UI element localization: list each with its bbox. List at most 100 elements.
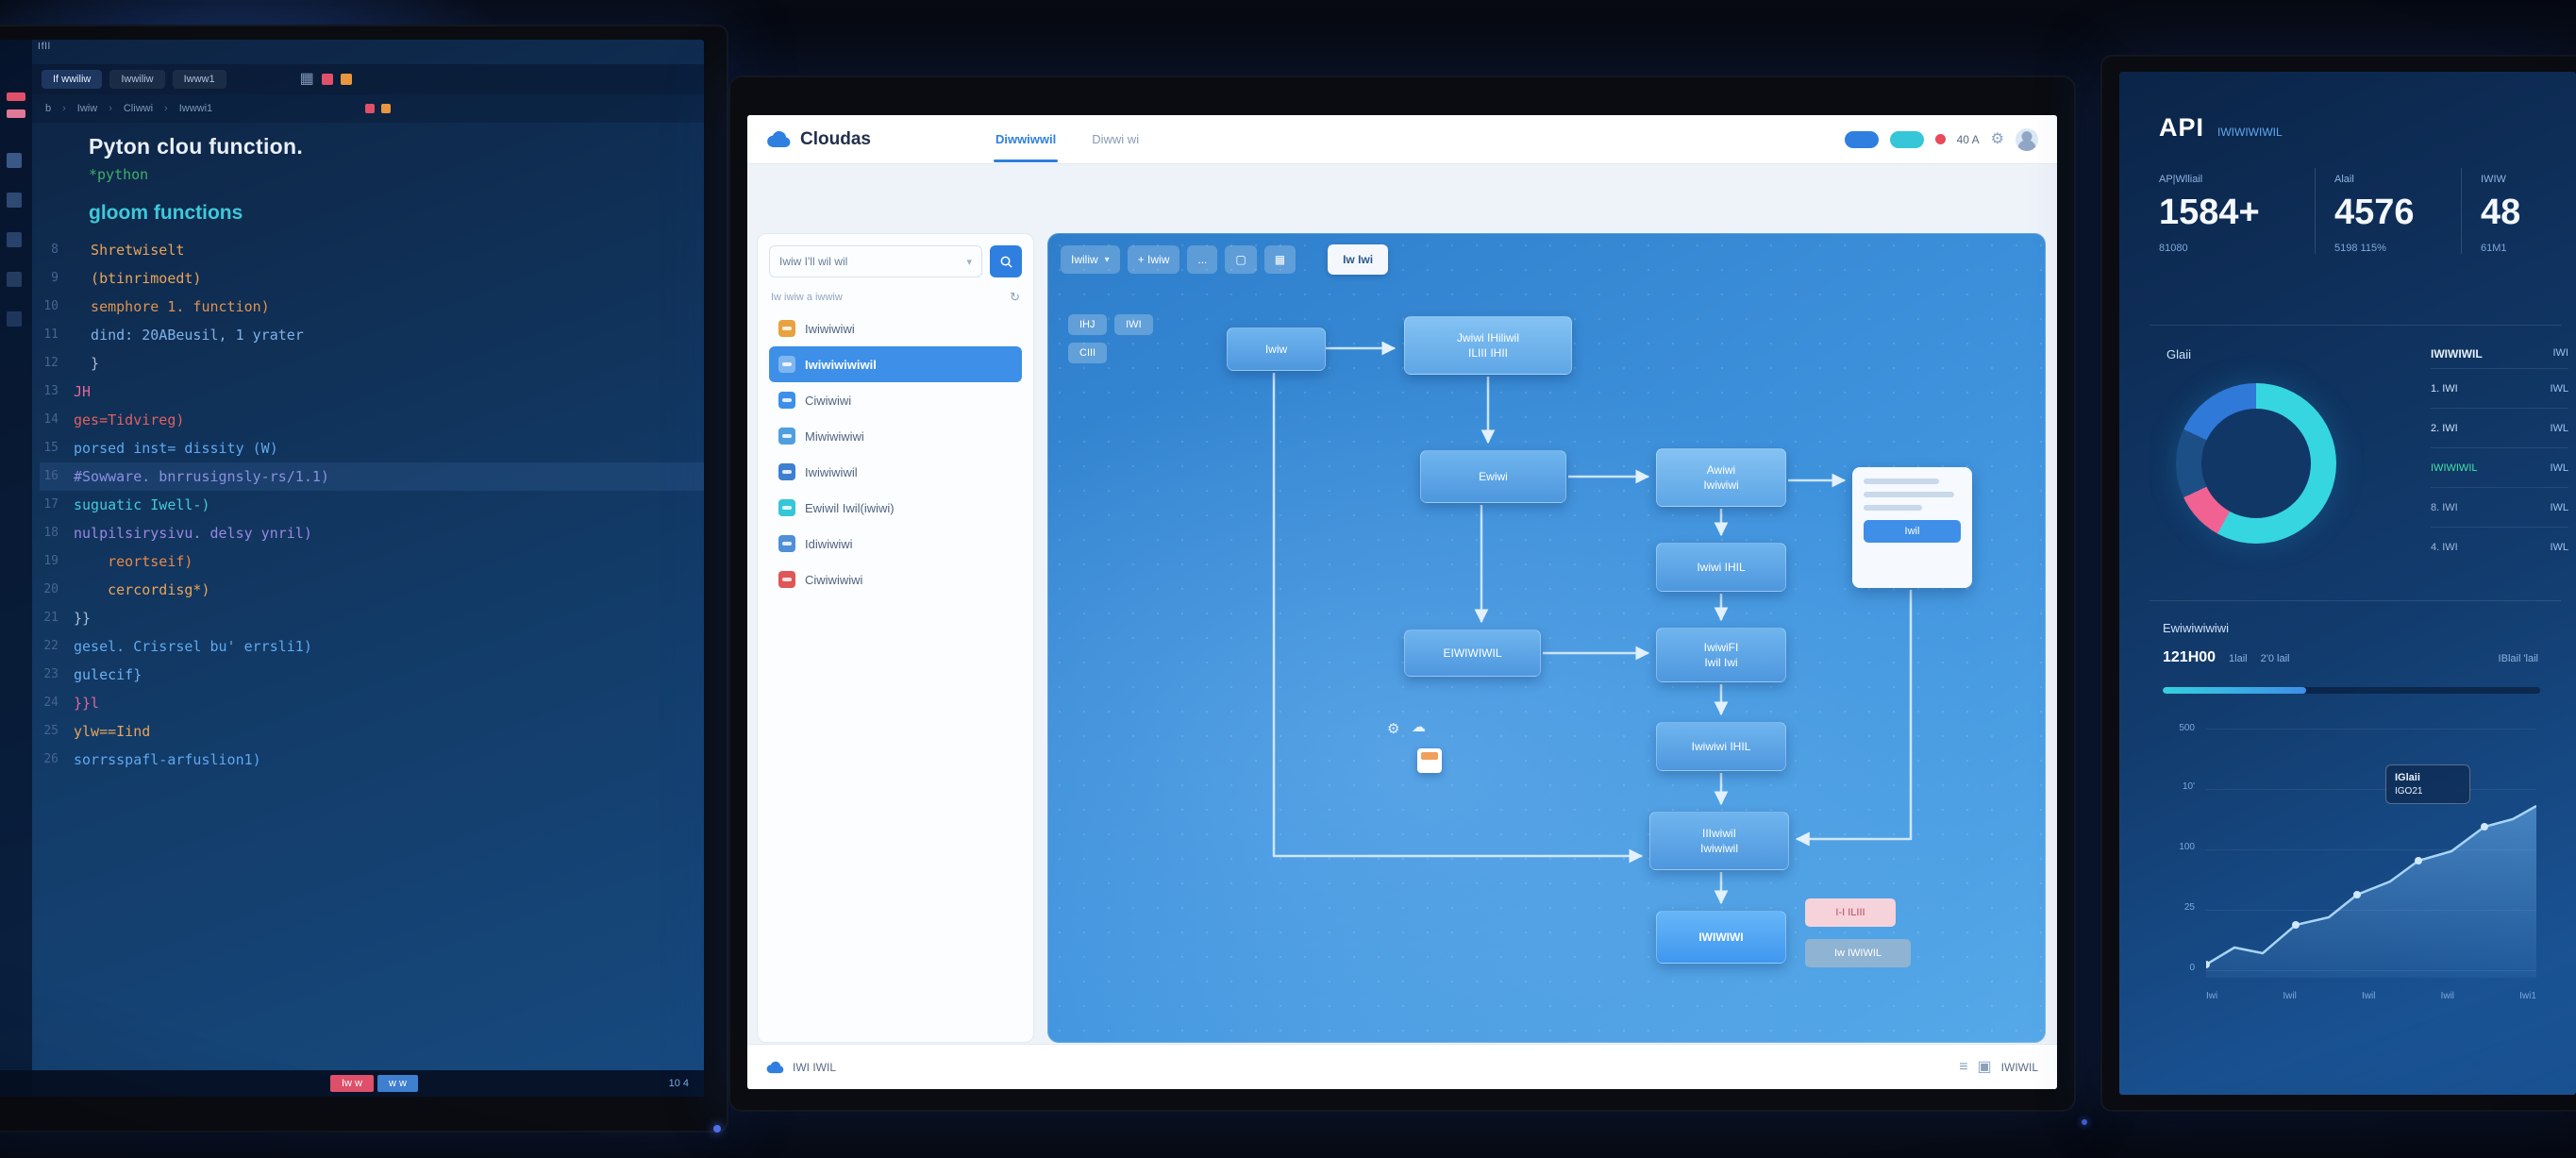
nav-link[interactable]: Diwwi wi — [1092, 132, 1140, 146]
sidebar-item[interactable]: Iwiwiwiwil — [769, 454, 1022, 490]
brand[interactable]: Cloudas — [766, 129, 871, 150]
donut-chart — [2176, 383, 2336, 544]
refresh-icon[interactable]: ↻ — [1010, 290, 1020, 304]
secondary-action-button[interactable]: Iw IWIWIL — [1805, 939, 1911, 967]
warning-action-button[interactable]: I-I ILIII — [1805, 898, 1896, 927]
problems-icon[interactable] — [365, 104, 376, 113]
x-axis: Iwi Iwil Iwil Iwil Iwi1 — [2206, 991, 2536, 1001]
editor-tab[interactable]: If wwiliw — [42, 70, 103, 89]
usage-stats-row: 121H00 1lail 2'0 lail IBlail 'lail — [2163, 649, 2538, 666]
secondary-toggle[interactable] — [1889, 130, 1924, 148]
flow-node-source[interactable]: Jwiwi IHiliwil ILIII IHII — [1404, 316, 1572, 375]
search-button[interactable] — [990, 245, 1022, 277]
code-line: 9 (btinrimoedt) — [51, 270, 202, 287]
alert-icon — [778, 571, 795, 588]
notification-dot[interactable] — [1934, 134, 1946, 144]
extensions-icon[interactable] — [7, 311, 22, 327]
sidebar-item[interactable]: Miwiwiwiwi — [769, 418, 1022, 454]
filter-chip[interactable]: CIII — [1068, 343, 1108, 363]
editor-tab[interactable]: Iwww1 — [172, 70, 226, 89]
filter-chip[interactable]: IWI — [1114, 314, 1153, 335]
project-select[interactable]: Iwiw I'll wil wil ▾ — [769, 245, 982, 277]
y-axis-tick: 100 — [2179, 842, 2195, 852]
git-icon[interactable] — [7, 232, 22, 247]
user-avatar[interactable] — [2016, 127, 2038, 151]
breadcrumb-item[interactable]: Iwwwi1 — [178, 103, 213, 114]
statusbar-right-label: IWIWIL — [2000, 1060, 2038, 1074]
sidebar-item[interactable]: Iwiwiwiwi — [769, 310, 1022, 346]
gridline — [2206, 729, 2536, 730]
primary-toggle[interactable] — [1844, 130, 1879, 148]
gear-icon: ⚙ — [1387, 721, 1400, 737]
sidebar-item[interactable]: Ciwiwiwi — [769, 382, 1022, 418]
status-branch-chip[interactable]: w w — [377, 1075, 418, 1092]
legend-header: IWIWIWIL IWI — [2431, 347, 2568, 361]
grid-view-icon-button[interactable]: ▦ — [1263, 245, 1296, 274]
code-line: 24}}l — [43, 695, 100, 712]
error-badge — [7, 92, 25, 101]
filter-chip[interactable]: IHJ — [1068, 314, 1107, 335]
settings-gear-icon[interactable]: ⚙ — [1990, 130, 2004, 147]
sidebar-item[interactable]: Ciwiwiwiwi — [769, 562, 1022, 597]
flow-node-step-4[interactable]: Iwiwiwi IHIL — [1656, 722, 1786, 771]
page-subtitle: IWIWIWIWIL — [2217, 126, 2283, 139]
breadcrumb-item[interactable]: Iwiw — [76, 103, 98, 114]
mail-icon — [778, 499, 795, 516]
flow-canvas[interactable]: Iwiliw ▾ + Iwiw ... ▢ ▦ Iw Iwi IHJ IWI C… — [1047, 233, 2046, 1043]
flow-node-start[interactable]: Iwiw — [1227, 327, 1326, 371]
split-editor-icon[interactable]: ▦ — [299, 71, 314, 87]
run-icon[interactable] — [340, 74, 352, 85]
sidebar-list-header: Iw iwiw a iwwiw ↻ — [771, 290, 1020, 304]
flow-node-end[interactable]: IWIWIWI — [1656, 911, 1786, 964]
nav-link-active[interactable]: Diwwiwwil — [993, 116, 1059, 162]
breadcrumb-item[interactable]: b — [45, 103, 52, 114]
flow-node-service[interactable]: EIWIWIWIL — [1404, 629, 1541, 677]
sidebar-item[interactable]: Ewiwil Iwil(iwiwi) — [769, 490, 1022, 526]
flow-node-step-2[interactable]: Iwiwi IHIL — [1656, 543, 1786, 592]
flow-node-step-5[interactable]: IIIwiwiI Iwiwiwil — [1649, 812, 1789, 870]
x-axis-tick: Iwi — [2206, 991, 2218, 1001]
sidebar-item[interactable]: Idiwiwiwi — [769, 526, 1022, 562]
notifications-icon[interactable] — [381, 104, 392, 113]
canvas-action-button[interactable]: Iw Iwi — [1328, 244, 1389, 275]
breadcrumb: b› Iwiw› Cliwwi› Iwwwi1 — [32, 94, 704, 123]
chart-icon — [778, 535, 795, 552]
flow-node-step-1[interactable]: Awiwi Iwiwiwi — [1656, 448, 1786, 507]
asset-thumbnail[interactable] — [1417, 748, 1442, 773]
top-navbar: Cloudas Diwwiwwil Diwwi wi 40 A ⚙ — [747, 115, 2057, 164]
flow-select-dropdown[interactable]: Iwiliw ▾ — [1061, 245, 1120, 274]
flow-node-process[interactable]: Ewiwi — [1420, 450, 1566, 503]
explorer-icon[interactable] — [7, 153, 22, 168]
project-select-value: Iwiw I'll wil wil — [779, 255, 848, 268]
debug-icon[interactable] — [7, 272, 22, 287]
chevron-down-icon: ▾ — [1104, 254, 1110, 265]
breadcrumb-separator: › — [62, 103, 66, 114]
editor-tab[interactable]: Iwwiliw — [109, 70, 165, 89]
dashboard-header: API IWIWIWIWIL — [2159, 113, 2283, 143]
brand-name: Cloudas — [800, 128, 871, 149]
more-options-button[interactable]: ... — [1187, 245, 1218, 274]
copy-icon-button[interactable]: ▢ — [1225, 245, 1257, 274]
add-node-button[interactable]: + Iwiw — [1127, 245, 1180, 274]
search-icon[interactable] — [7, 193, 22, 208]
flow-node-step-3[interactable]: IwiwiFI Iwil Iwi — [1656, 628, 1786, 682]
code-line: 12 } — [43, 355, 100, 372]
breadcrumb-separator: › — [109, 103, 112, 114]
status-error-chip[interactable]: Iw w — [330, 1075, 374, 1092]
card-action-button[interactable]: Iwil — [1864, 520, 1961, 543]
record-icon[interactable] — [321, 74, 333, 85]
stat-card: AP|Wlliail 1584+ 81080 — [2159, 174, 2260, 254]
code-line: 21}} — [43, 610, 92, 627]
sidebar-item-active[interactable]: Iwiwiwiwiwil — [769, 346, 1022, 382]
panel-icon[interactable]: ▣ — [1977, 1058, 1992, 1075]
breadcrumb-item[interactable]: Cliwwi — [123, 103, 154, 114]
list-icon[interactable]: ≡ — [1959, 1058, 1968, 1075]
y-axis-tick: 0 — [2189, 963, 2195, 973]
